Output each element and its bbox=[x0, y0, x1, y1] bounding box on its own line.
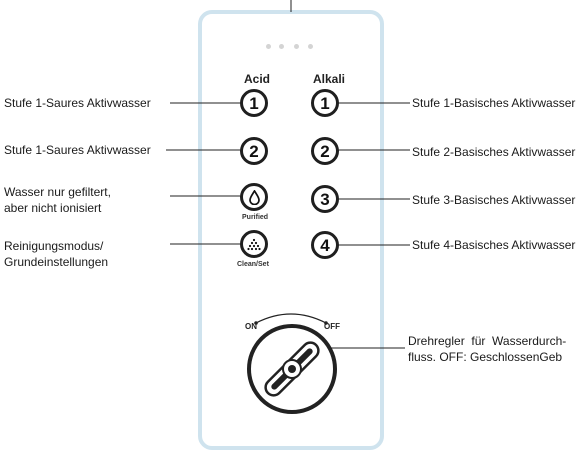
status-led bbox=[266, 44, 271, 49]
alkali-level-4-button[interactable]: 4 bbox=[311, 231, 339, 259]
annotation-clean-line1: Reinigungsmodus/ bbox=[4, 239, 104, 253]
dots-triangle-icon bbox=[247, 238, 261, 250]
acid-level-1-button[interactable]: 1 bbox=[240, 89, 268, 117]
knob-on-label: ON bbox=[245, 322, 257, 331]
alkali-column-header: Alkali bbox=[313, 72, 346, 86]
purified-label: Purified bbox=[242, 214, 269, 221]
status-led bbox=[294, 44, 299, 49]
rotary-knob-icon[interactable] bbox=[236, 303, 346, 425]
status-led bbox=[279, 44, 284, 49]
alkali-level-3-label: 3 bbox=[320, 189, 330, 209]
clean-set-button[interactable] bbox=[240, 230, 268, 258]
alkali-level-1-button[interactable]: 1 bbox=[311, 89, 339, 117]
purified-button[interactable] bbox=[240, 183, 268, 211]
annotation-alkali-2: Stufe 2-Basisches Aktivwasser bbox=[412, 145, 576, 159]
acid-column-header: Acid bbox=[244, 72, 271, 86]
annotation-alkali-4: Stufe 4-Basisches Aktivwasser bbox=[412, 238, 576, 252]
annotation-knob-line2: fluss. OFF: GeschlossenGeb bbox=[408, 350, 563, 364]
annotation-alkali-3: Stufe 3-Basisches Aktivwasser bbox=[412, 193, 576, 207]
alkali-level-4-label: 4 bbox=[320, 235, 330, 255]
clean-set-label: Clean/Set bbox=[237, 261, 269, 268]
annotation-clean-line2: Grundeinstellungen bbox=[4, 255, 109, 269]
alkali-level-2-label: 2 bbox=[320, 141, 330, 161]
knob-off-label: OFF bbox=[324, 322, 340, 331]
annotation-acid-2: Stufe 1-Saures Aktivwasser bbox=[4, 143, 151, 157]
alkali-level-2-button[interactable]: 2 bbox=[311, 137, 339, 165]
annotation-purified-line2: aber nicht ionisiert bbox=[4, 201, 102, 215]
acid-level-1-label: 1 bbox=[249, 93, 259, 113]
annotation-knob-line1: Drehregler für Wasserdurch- bbox=[408, 334, 567, 348]
water-drop-icon bbox=[248, 189, 260, 205]
alkali-level-1-label: 1 bbox=[320, 93, 330, 113]
acid-level-2-button[interactable]: 2 bbox=[240, 137, 268, 165]
status-led bbox=[308, 44, 313, 49]
alkali-level-3-button[interactable]: 3 bbox=[311, 185, 339, 213]
annotation-acid-1: Stufe 1-Saures Aktivwasser bbox=[4, 96, 151, 110]
annotation-alkali-1: Stufe 1-Basisches Aktivwasser bbox=[412, 96, 576, 110]
annotation-purified-line1: Wasser nur gefiltert, bbox=[4, 185, 111, 199]
acid-level-2-label: 2 bbox=[249, 141, 259, 161]
